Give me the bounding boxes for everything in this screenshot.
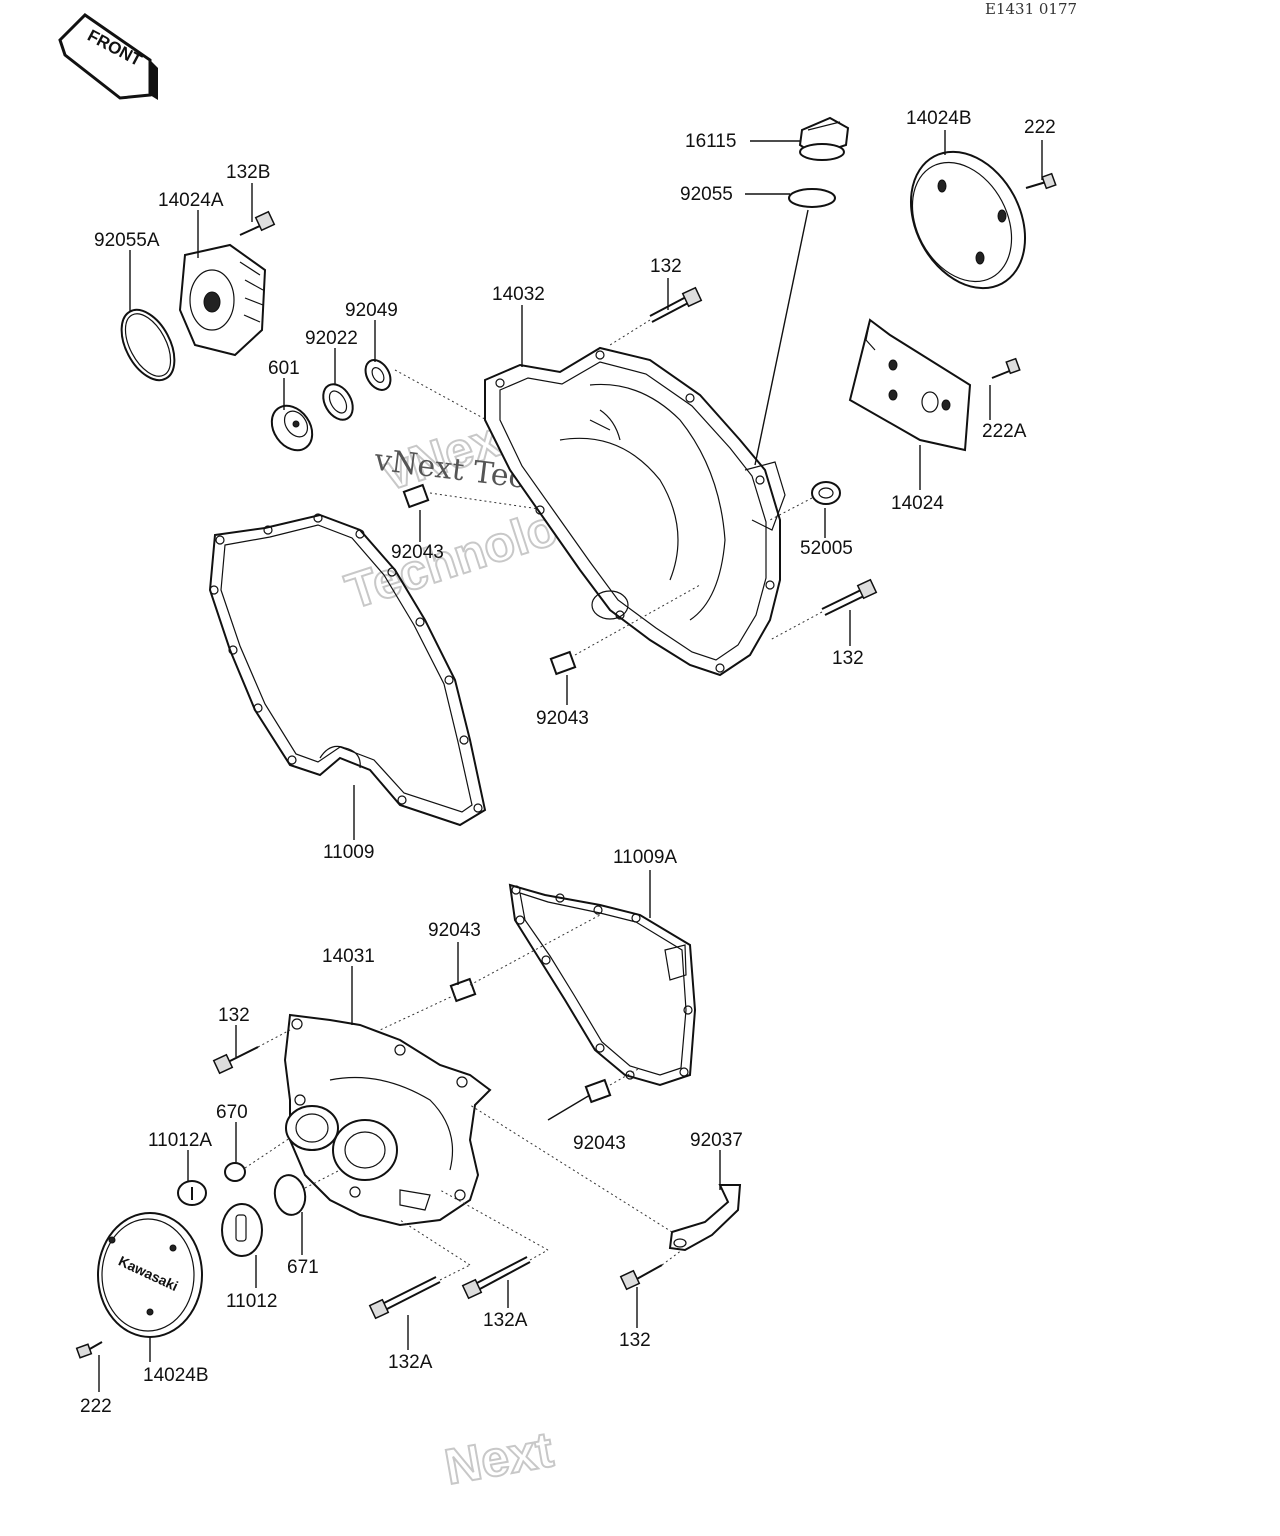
callout-601: 601 (268, 358, 300, 379)
dowel-92043-b (549, 650, 577, 676)
callout-92037: 92037 (690, 1130, 743, 1151)
bolt-132-upper (649, 286, 703, 323)
callout-132-right: 132 (832, 648, 864, 669)
bolt-132-right (821, 578, 878, 616)
drawing-code: E1431 0177 (985, 0, 1077, 18)
screw-222-lower (75, 1341, 103, 1359)
callout-labels: 16115 14024B 222 92055 132B 14024A 92055… (80, 108, 1056, 1417)
callout-132a-left: 132A (388, 1352, 433, 1373)
callout-132-bottom: 132 (619, 1330, 651, 1351)
o-ring-670 (224, 1162, 246, 1182)
cover-14024a (178, 243, 267, 357)
screw-222-upper (1025, 172, 1057, 190)
dowel-92043-c (449, 977, 477, 1003)
cover-14024b-upper (909, 150, 1027, 290)
callout-222a: 222A (982, 421, 1027, 442)
cover-14031 (283, 1013, 492, 1227)
screw-222a (991, 357, 1021, 379)
cover-plate-14024 (848, 318, 972, 452)
plug-11012 (221, 1203, 263, 1257)
gasket-11009a (508, 883, 697, 1087)
gasket-11009-holes (209, 513, 483, 813)
callout-92055: 92055 (680, 184, 733, 205)
callout-14024b-top: 14024B (906, 108, 972, 129)
bracket-92037 (668, 1184, 742, 1252)
crankcase-cover-14032 (484, 346, 786, 677)
callout-92049: 92049 (345, 300, 398, 321)
seal-92022 (322, 383, 354, 421)
callout-132-upper: 132 (650, 256, 682, 277)
callout-92043-lower-top: 92043 (428, 920, 481, 941)
plug-11012a (177, 1180, 207, 1206)
callout-14024a: 14024A (158, 190, 224, 211)
callout-92043-lower: 92043 (573, 1133, 626, 1154)
seal-52005 (811, 481, 841, 505)
callout-52005: 52005 (800, 538, 853, 559)
o-ring-671 (273, 1174, 307, 1216)
bearing-601 (270, 404, 314, 452)
oil-cap-16115 (798, 116, 850, 161)
dowel-92043-d (584, 1078, 612, 1104)
o-ring-92055a (120, 308, 176, 382)
callout-670: 670 (216, 1102, 248, 1123)
cover-14024b-lower: Kawasaki (97, 1212, 203, 1338)
bolt-132-left (212, 1046, 259, 1075)
callout-11009a: 11009A (613, 847, 677, 868)
callout-92022: 92022 (305, 328, 358, 349)
callout-11009: 11009 (323, 842, 374, 863)
callout-671: 671 (287, 1257, 319, 1278)
callout-222-lower: 222 (80, 1396, 112, 1417)
callout-132-left: 132 (218, 1005, 250, 1026)
callout-14032: 14032 (492, 284, 545, 305)
bolt-132a-left (368, 1276, 441, 1320)
watermark-bottom: Next (441, 1421, 558, 1495)
callout-14024: 14024 (891, 493, 944, 514)
callout-11012a: 11012A (148, 1130, 212, 1151)
bolt-132-bottom (619, 1264, 663, 1291)
callout-132a-right: 132A (483, 1310, 528, 1331)
gasket-11009a-holes (511, 885, 693, 1080)
o-ring-92055 (788, 188, 836, 208)
callout-92043-upper: 92043 (391, 542, 444, 563)
bolt-132a-right (461, 1256, 531, 1300)
callout-14024b-lower: 14024B (143, 1365, 209, 1386)
callout-222-top: 222 (1024, 117, 1056, 138)
callout-132b: 132B (226, 162, 270, 183)
callout-92043-mid: 92043 (536, 708, 589, 729)
dowel-92043-a (402, 483, 430, 509)
callout-14031: 14031 (322, 946, 375, 967)
leader-lines (98, 130, 1043, 1392)
front-arrow-icon: FRONT (58, 13, 158, 100)
bolt-132b (239, 210, 276, 236)
callout-11012: 11012 (226, 1291, 277, 1312)
callout-16115: 16115 (685, 131, 736, 152)
callout-92055a: 92055A (94, 230, 160, 251)
seal-92049 (364, 359, 392, 391)
